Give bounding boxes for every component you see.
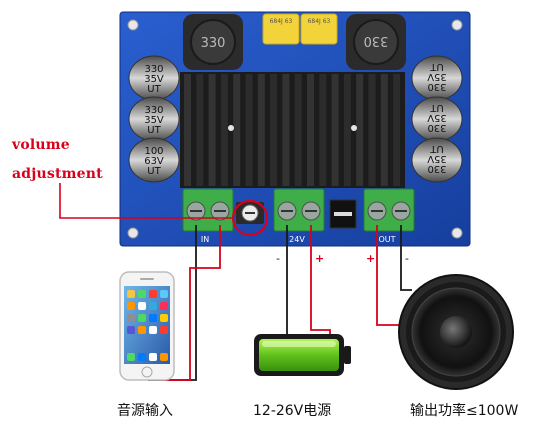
- capacitor-label: 35V: [427, 153, 447, 164]
- capacitor-label: 330: [144, 105, 163, 116]
- terminal-out: [363, 188, 415, 232]
- capacitor-label: 35V: [144, 74, 164, 85]
- rectifier-module: [329, 199, 357, 229]
- terminal-power: [273, 188, 325, 232]
- film-cap-right-label: 684J 63: [308, 18, 331, 25]
- capacitor-label: 100: [144, 146, 163, 157]
- capacitor-label: 330: [427, 163, 446, 174]
- heatsink: [180, 72, 405, 188]
- output-power-caption: 输出功率≤100W: [410, 403, 519, 419]
- speaker-icon: [398, 274, 514, 390]
- battery-icon: [254, 334, 351, 376]
- output-plus-sign: +: [366, 252, 375, 265]
- inductor-left: 330: [183, 14, 243, 70]
- power-plus-sign: +: [315, 252, 324, 265]
- source-input-caption: 音源输入: [117, 403, 173, 419]
- capacitor-label: UT: [147, 125, 161, 136]
- capacitor-label: UT: [147, 166, 161, 177]
- silkscreen-24v: 24V: [289, 235, 305, 244]
- capacitor-label: 63V: [144, 156, 164, 167]
- power-supply-caption: 12-26V电源: [253, 403, 332, 419]
- silkscreen-out: OUT: [378, 235, 395, 244]
- capacitor-label: 35V: [427, 112, 447, 123]
- inductor-left-label: 330: [201, 36, 226, 51]
- capacitor-label: 35V: [427, 71, 447, 82]
- capacitor-label: 330: [427, 81, 446, 92]
- capacitor-label: UT: [147, 84, 161, 95]
- capacitor-label: UT: [429, 143, 443, 154]
- inductor-right: 330: [346, 14, 406, 70]
- capacitor-label: 330: [144, 64, 163, 75]
- volume-potentiometer[interactable]: [236, 202, 264, 224]
- film-cap-left-label: 684J 63: [270, 18, 293, 25]
- amplifier-board: 330 330 684J 63 684J 63 33035VUT33035VUT…: [119, 11, 471, 247]
- terminal-in: [182, 188, 234, 232]
- power-minus-sign: -: [276, 252, 280, 265]
- inductor-right-label: 330: [364, 33, 389, 48]
- capacitor-label: UT: [429, 61, 443, 72]
- capacitor-label: UT: [429, 102, 443, 113]
- adjustment-label: adjustment: [12, 166, 103, 182]
- phone-icon: [119, 271, 175, 381]
- volume-annotation: [59, 183, 269, 237]
- film-capacitor-left: 684J 63: [262, 13, 300, 45]
- capacitor-label: 330: [427, 122, 446, 133]
- silkscreen-in: IN: [201, 235, 209, 244]
- volume-label: volume: [12, 137, 70, 153]
- film-capacitor-right: 684J 63: [300, 13, 338, 45]
- capacitor-label: 35V: [144, 115, 164, 126]
- output-minus-sign: -: [405, 252, 409, 265]
